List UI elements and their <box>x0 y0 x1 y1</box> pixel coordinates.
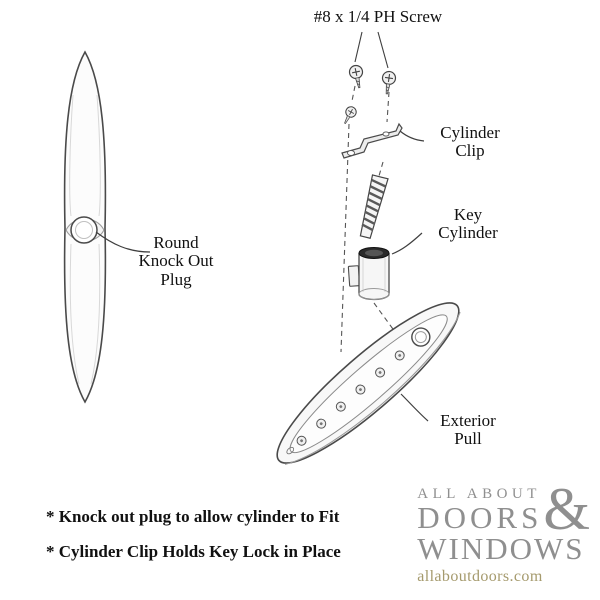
logo-website-text: allaboutdoors.com <box>417 568 543 585</box>
footnote-knock-out: * Knock out plug to allow cylinder to Fi… <box>46 507 340 526</box>
exterior-pull-illustration <box>276 302 461 465</box>
screw-illustration-small <box>344 106 357 124</box>
cylinder-clip-leader-line <box>399 130 425 142</box>
cylinder-hole-illustration <box>411 327 431 347</box>
knock-out-plug-leader-line <box>95 231 151 253</box>
cylinder-clip-label: Cylinder Clip <box>440 123 500 161</box>
exterior-pull-label: Exterior Pull <box>440 411 496 449</box>
footnote-cylinder-clip: * Cylinder Clip Holds Key Lock in Place <box>46 542 341 561</box>
key-cylinder-illustration <box>347 247 390 301</box>
screw-leader-line-right <box>377 31 389 69</box>
interior-handle-illustration <box>63 50 107 404</box>
key-cylinder-label: Key Cylinder <box>438 205 498 243</box>
knock-out-plug-illustration <box>70 216 98 244</box>
logo-all-about-text: ALL ABOUT <box>417 485 541 502</box>
screw-illustration-left <box>348 64 364 89</box>
cylinder-clip-illustration <box>341 122 403 159</box>
company-logo: ALL ABOUT DOORS & WINDOWS allaboutdoors.… <box>417 476 590 586</box>
screw-illustration-right <box>381 70 397 95</box>
screw-label-text: #8 x 1/4 PH Screw <box>313 7 443 26</box>
key-illustration <box>359 174 389 239</box>
key-cylinder-leader-line <box>391 232 423 255</box>
logo-doors-text: DOORS <box>417 500 543 536</box>
exterior-pull-leader-line <box>400 393 429 422</box>
screw-leader-line-left <box>354 31 363 63</box>
logo-ampersand: & <box>543 476 590 543</box>
logo-windows-text: WINDOWS <box>417 531 585 567</box>
assembly-axis-dashed-lines <box>340 85 399 353</box>
knock-out-plug-label: Round Knock Out Plug <box>138 233 214 289</box>
pull-screw-holes <box>296 350 405 446</box>
screw-label: #8 x 1/4 PH Screw <box>297 7 459 26</box>
